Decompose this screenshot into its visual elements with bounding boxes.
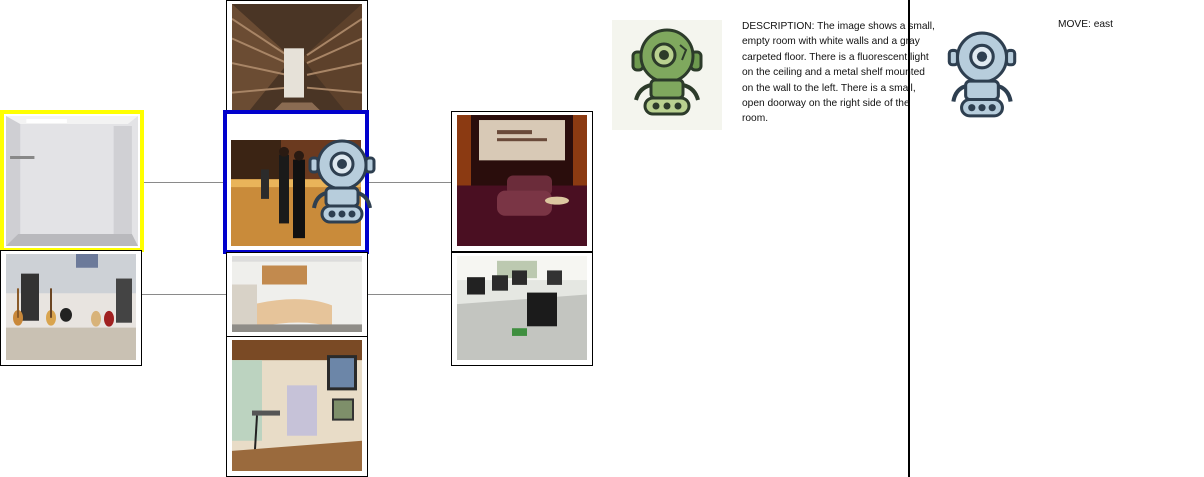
room-tile-studio[interactable] — [226, 336, 368, 477]
garage-image — [6, 254, 136, 360]
theater-image — [457, 115, 587, 246]
lobby-image — [232, 256, 362, 332]
connector-line — [142, 294, 226, 295]
robot-icon-blue — [306, 138, 378, 228]
description-label: DESCRIPTION: — [742, 21, 815, 32]
computer-lab-image — [457, 256, 587, 360]
room-tile-garage[interactable] — [0, 250, 142, 366]
room-tile-theater[interactable] — [451, 111, 593, 252]
connector-line — [368, 182, 452, 183]
connector-line — [368, 294, 452, 295]
room-tile-lobby[interactable] — [226, 252, 368, 338]
description-text: The image shows a small, empty room with… — [742, 21, 935, 125]
room-tile-empty-room[interactable] — [0, 110, 144, 252]
robot-icon-green — [612, 20, 722, 130]
connector-line — [142, 182, 226, 183]
room-tile-computer-lab[interactable] — [451, 252, 593, 366]
move-value: east — [1093, 19, 1113, 30]
description-panel: DESCRIPTION: The image shows a small, em… — [742, 19, 938, 127]
studio-image — [232, 340, 362, 471]
robot-icon-blue — [945, 30, 1019, 122]
move-output: MOVE: east — [1058, 19, 1113, 30]
empty-room-image — [6, 116, 138, 246]
move-label: MOVE: — [1058, 19, 1091, 30]
panel-divider — [908, 0, 910, 477]
